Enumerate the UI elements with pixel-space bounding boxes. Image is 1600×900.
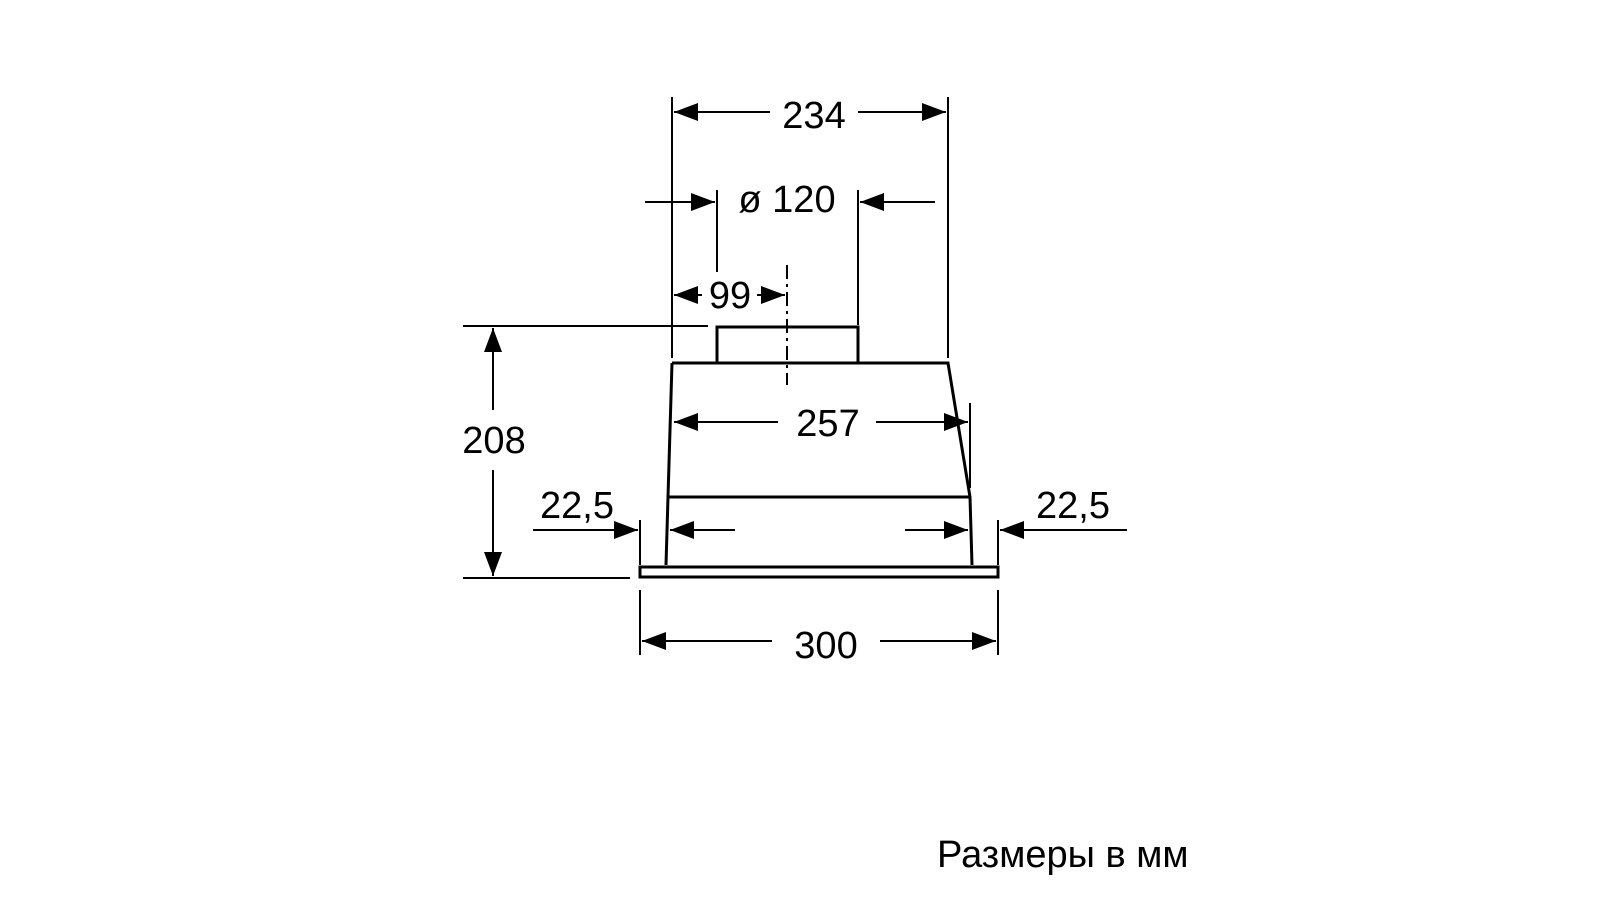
- hood-right-edge: [672, 361, 974, 566]
- dim-99-label: 99: [709, 275, 751, 317]
- hood-front-plate: [638, 565, 1000, 579]
- dim-234-label: 234: [782, 95, 845, 137]
- dim-257: 257: [674, 403, 971, 488]
- dim-234: 234: [671, 95, 949, 358]
- dim-right-overhang-label: 22,5: [1036, 485, 1110, 527]
- dim-300-label: 300: [794, 625, 857, 667]
- dim-diameter: ø 120: [645, 179, 935, 325]
- dim-overhang: 22,5 22,5: [533, 485, 1127, 565]
- dim-208: 208: [462, 325, 708, 579]
- dim-left-overhang-label: 22,5: [540, 485, 614, 527]
- units-caption: Размеры в мм: [937, 834, 1188, 876]
- dim-257-label: 257: [796, 403, 859, 445]
- hood-left-edge: [664, 362, 674, 566]
- dim-diameter-label: ø 120: [738, 179, 835, 221]
- dim-208-label: 208: [462, 420, 525, 462]
- dim-99: 99: [674, 275, 785, 317]
- dim-300: 300: [639, 590, 999, 667]
